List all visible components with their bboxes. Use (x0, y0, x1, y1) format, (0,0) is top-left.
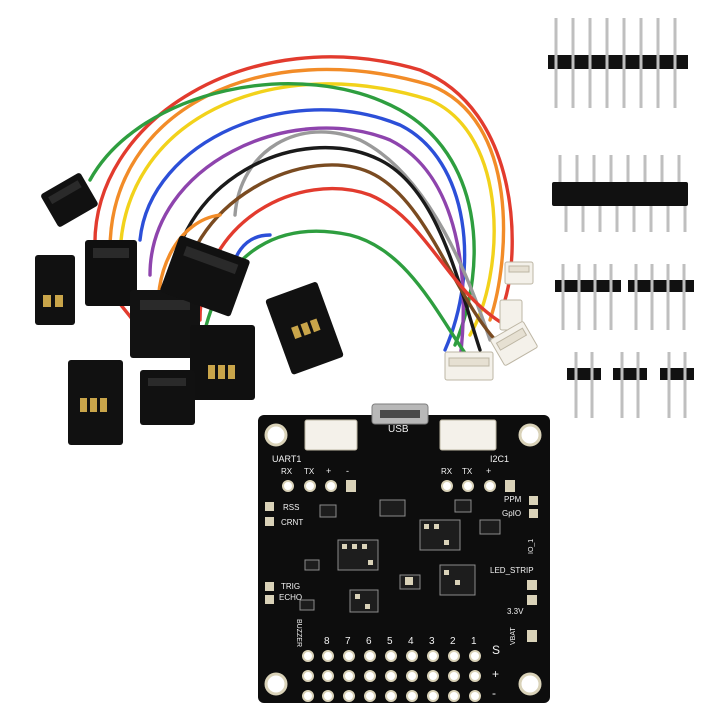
i2c-tx-label: TX (462, 467, 473, 476)
servo-connector-icon (130, 290, 200, 358)
pin-header-icon (548, 18, 688, 108)
signal-label: S (492, 643, 500, 657)
wire-orange (108, 67, 506, 322)
uart-plus-label: + (326, 466, 331, 476)
servo-connector-icon (41, 173, 98, 227)
servo-connector-icon (190, 325, 255, 400)
top-pads (282, 480, 496, 492)
wire-yellow (118, 82, 496, 337)
i2c-plus-label: + (486, 466, 491, 476)
smd-pads (342, 524, 460, 609)
uart-label: UART1 (272, 454, 301, 464)
jst-connectors (444, 261, 538, 381)
usb-label: USB (388, 424, 409, 435)
servo-connector-icon (140, 370, 195, 425)
servo-connector-icon (68, 360, 123, 445)
ppm-label: PPM (504, 495, 522, 504)
jst-connector-icon (444, 351, 494, 381)
channel-pads (302, 650, 481, 702)
wire-blue (138, 108, 467, 352)
vbat-label: VBAT (510, 627, 517, 645)
pin-header-icon (613, 352, 647, 418)
jst-connector-icon (504, 261, 534, 285)
channel-4-label: 4 (408, 636, 414, 647)
servo-connector-icon (160, 235, 250, 317)
wire-green (88, 82, 476, 347)
wire-purple (148, 126, 465, 362)
servo-connectors (35, 173, 344, 445)
jst-connector-icon (490, 321, 538, 366)
channel-3-label: 3 (429, 636, 435, 647)
channel-6-label: 6 (366, 636, 372, 647)
i2c-rx-label: RX (441, 467, 453, 476)
servo-connector-icon (265, 282, 344, 375)
power-plus-label: + (492, 667, 499, 681)
pin-header-icon (628, 264, 694, 330)
pin-headers (548, 18, 694, 418)
uart-rx-label: RX (281, 467, 293, 476)
crnt-label: CRNT (281, 518, 303, 527)
3v3-label: 3.3V (507, 607, 524, 616)
channel-1-label: 1 (471, 636, 477, 647)
pin-header-icon (555, 264, 621, 330)
wire-red (93, 55, 514, 302)
servo-connector-icon (85, 240, 137, 306)
wire-black (168, 145, 482, 352)
uart-minus-label: - (346, 466, 349, 476)
channel-7-label: 7 (345, 636, 351, 647)
uart-socket (304, 419, 358, 451)
channel-5-label: 5 (387, 636, 393, 647)
pin-header-icon (567, 352, 601, 418)
mounting-holes (264, 423, 542, 696)
led-strip-label: LED_STRIP (490, 566, 534, 575)
echo-label: ECHO (279, 593, 302, 602)
io1-label: IO_1 (528, 539, 535, 554)
rss-label: RSS (283, 503, 299, 512)
channel-2-label: 2 (450, 636, 456, 647)
servo-connector-icon (35, 255, 75, 325)
ground-minus-label: - (492, 686, 496, 700)
uart-tx-label: TX (304, 467, 315, 476)
gpio-label: GpIO (502, 509, 521, 518)
channel-8-label: 8 (324, 636, 330, 647)
pin-header-icon (552, 155, 688, 232)
channel-labels: 8 7 6 5 4 3 2 1 (324, 636, 477, 647)
pin-header-icon (660, 352, 694, 418)
flight-controller-board: USB UART1 I2C1 RX TX + - RX TX + RSS CRN… (258, 403, 550, 703)
buzzer-label: BUZZER (295, 619, 302, 647)
i2c-socket (439, 419, 497, 451)
wire-red-2 (198, 186, 517, 332)
trig-label: TRIG (281, 582, 300, 591)
i2c-label: I2C1 (490, 454, 509, 464)
